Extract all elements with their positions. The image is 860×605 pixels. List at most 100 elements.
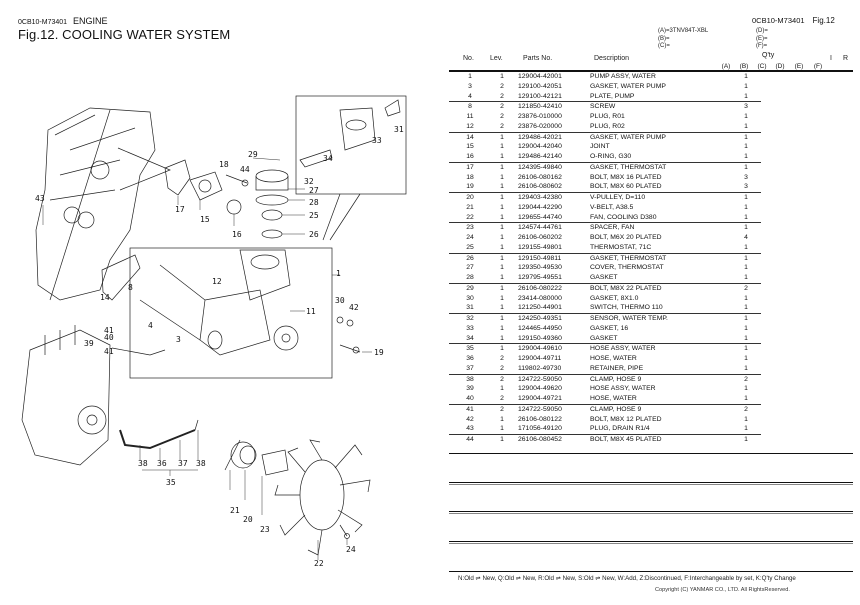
part-level: 1 — [500, 213, 504, 221]
part-ref-no: 42 — [466, 415, 474, 423]
part-level: 1 — [500, 183, 504, 191]
part-level: 2 — [491, 101, 513, 112]
part-description: BOLT, M8X 16 PLATED — [590, 173, 662, 181]
part-ref-no: 44 — [449, 433, 491, 445]
model-a: (A)=3TNV84T-XBL — [658, 28, 709, 34]
part-number: 129486-42021 — [513, 131, 578, 143]
part-ref-no: 25 — [466, 243, 474, 251]
part-description: BOLT, M8X 45 PLATED — [578, 433, 731, 445]
callout-label: 1 — [336, 269, 341, 278]
part-number: 26106-080602 — [518, 183, 562, 191]
callout-label: 15 — [200, 215, 210, 224]
callout-label: 26 — [309, 230, 319, 239]
part-qty-a: 1 — [744, 243, 748, 251]
blank-row-rule — [449, 541, 853, 542]
part-number: 124250-49351 — [513, 312, 578, 324]
part-description: FAN, COOLING D380 — [590, 213, 657, 221]
part-level: 2 — [500, 122, 504, 130]
part-level: 1 — [500, 153, 504, 160]
blank-row-rule — [449, 453, 853, 454]
part-qty-a: 1 — [744, 334, 748, 342]
model-legend-right: (D)= (E)= (F)= — [756, 28, 768, 51]
part-description: THERMOSTAT, 71C — [590, 243, 652, 251]
doc-code: 0CB10-M73401 — [18, 19, 68, 26]
part-level: 1 — [500, 334, 504, 342]
part-ref-no: 19 — [466, 183, 474, 191]
part-description: JOINT — [590, 143, 610, 151]
part-level: 2 — [491, 373, 513, 385]
table-row: 19 1 26106-080602 BOLT, M8X 60 PLATED 3 — [449, 182, 761, 192]
callout-label: 19 — [374, 348, 384, 357]
part-level: 1 — [491, 161, 513, 173]
part-level: 1 — [500, 425, 504, 433]
part-level: 1 — [491, 343, 513, 354]
callout-label: 41 — [104, 326, 114, 335]
part-ref-no: 23 — [449, 222, 491, 233]
part-number: 124465-44950 — [518, 324, 562, 332]
part-description: HOSE ASSY, WATER — [590, 385, 656, 393]
part-description: SPACER, FAN — [578, 222, 731, 233]
part-ref-no: 16 — [466, 153, 474, 160]
callout-label: 30 — [335, 296, 345, 305]
part-number: 129004-49711 — [518, 355, 562, 362]
part-level: 1 — [491, 312, 513, 324]
part-number: 129100-42121 — [518, 92, 562, 100]
part-ref-no: 1 — [468, 73, 472, 80]
part-level: 1 — [500, 173, 504, 181]
part-description: PLATE, PUMP — [590, 92, 635, 100]
part-ref-no: 21 — [466, 203, 474, 211]
part-level: 1 — [500, 415, 504, 423]
part-level: 2 — [500, 364, 504, 372]
part-ref-no: 18 — [466, 173, 474, 181]
callout-label: 34 — [323, 154, 333, 163]
part-description: CLAMP, HOSE 9 — [578, 373, 731, 385]
col-header-qty-d: (D) — [775, 63, 785, 70]
blank-row-rule — [449, 482, 853, 483]
part-number: 26106-060202 — [518, 234, 562, 241]
part-description: PLUG, R01 — [590, 113, 625, 120]
part-number: 129100-42051 — [518, 82, 562, 90]
callout-label: 18 — [219, 160, 229, 169]
part-number: 129403-42380 — [513, 191, 578, 203]
callout-label: 16 — [232, 230, 242, 239]
part-level: 1 — [500, 73, 504, 80]
part-number: 129004-49610 — [513, 343, 578, 354]
part-ref-no: 30 — [466, 294, 474, 302]
part-description: BOLT, M8X 60 PLATED — [590, 183, 662, 191]
part-qty-a: 2 — [731, 403, 761, 415]
part-qty-a: 1 — [744, 395, 748, 402]
part-ref-no: 41 — [449, 403, 491, 415]
part-qty-a: 1 — [731, 343, 761, 354]
part-description: HOSE, WATER — [590, 395, 637, 402]
part-ref-no: 32 — [449, 312, 491, 324]
part-number: 26106-080452 — [513, 433, 578, 445]
part-ref-no: 4 — [468, 92, 472, 100]
col-header-qty-a: (A) — [721, 63, 731, 70]
col-header-qty-b: (B) — [739, 63, 749, 70]
part-ref-no: 29 — [449, 282, 491, 294]
part-ref-no: 38 — [449, 373, 491, 385]
part-level: 2 — [500, 92, 504, 100]
part-number: 124574-44761 — [513, 222, 578, 233]
part-ref-no: 31 — [466, 304, 474, 312]
part-qty-a: 1 — [731, 252, 761, 264]
part-level: 1 — [491, 191, 513, 203]
part-qty-a: 3 — [744, 183, 748, 191]
part-qty-a: 1 — [744, 355, 748, 362]
